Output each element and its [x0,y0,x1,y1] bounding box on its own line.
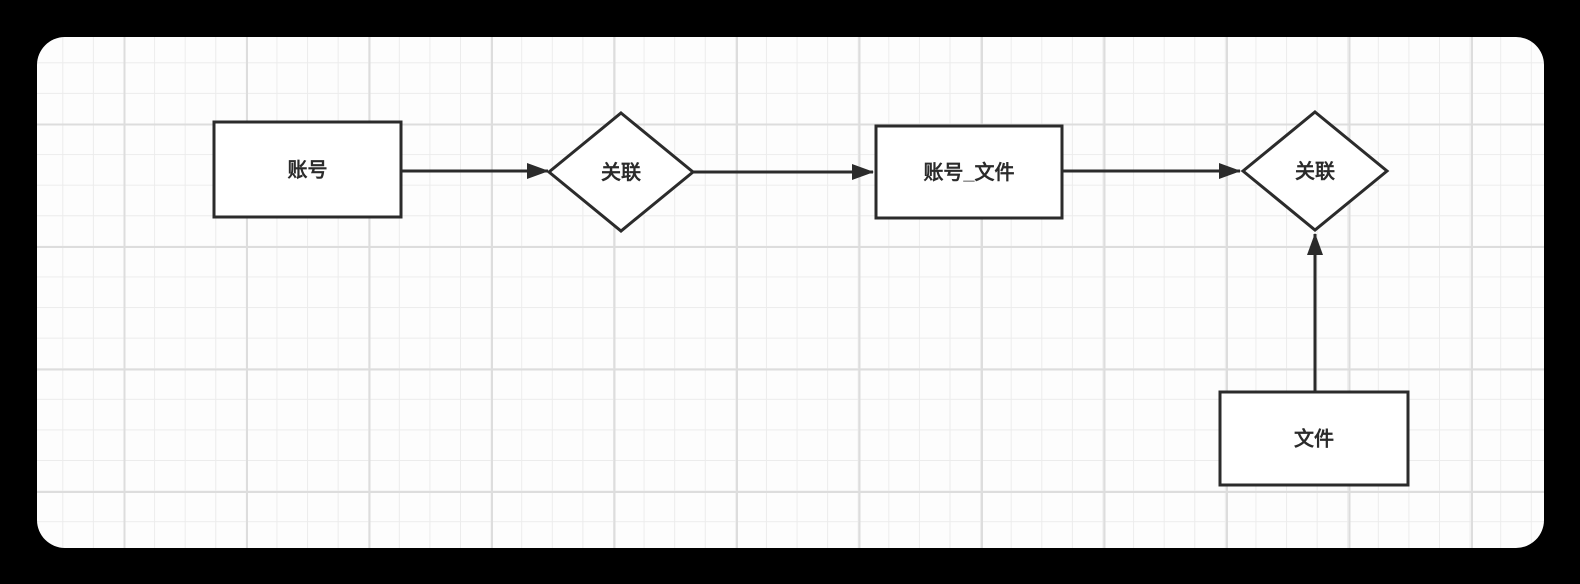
node-label: 文件 [1294,427,1334,451]
node-label: 关联 [601,160,641,184]
relation-diamond-shape[interactable] [546,111,696,233]
flow-node-file[interactable]: 文件 [1218,390,1410,487]
node-label: 关联 [1295,159,1335,183]
entity-rect-shape[interactable] [1218,390,1410,487]
node-label: 账号_文件 [923,160,1014,184]
edges-group [401,163,1323,391]
entity-rect-shape[interactable] [212,120,403,219]
flow-node-account-file[interactable]: 账号_文件 [874,124,1064,220]
flow-node-relation-1[interactable]: 关联 [546,111,696,233]
flow-node-account[interactable]: 账号 [212,120,403,219]
entity-rect-shape[interactable] [874,124,1064,220]
flow-node-relation-2[interactable]: 关联 [1240,110,1390,232]
relation-diamond-shape[interactable] [1240,110,1390,232]
node-label: 账号 [288,159,328,182]
